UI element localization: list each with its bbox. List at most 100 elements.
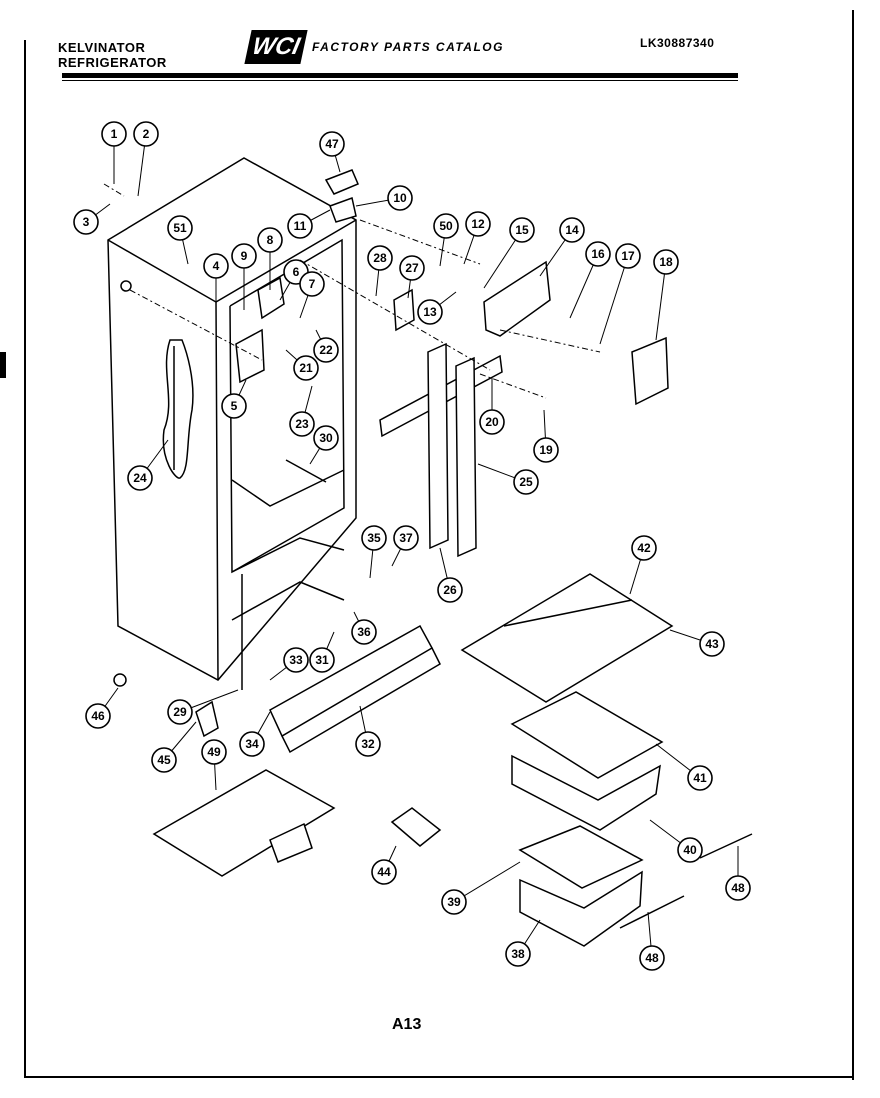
product-type: REFRIGERATOR	[58, 55, 167, 70]
callout-number-43: 43	[705, 637, 719, 651]
callout-circle-47	[319, 131, 345, 157]
callout-circle-34	[239, 731, 265, 757]
cabinet-hardware	[235, 169, 669, 558]
callout-3: 3	[73, 203, 111, 235]
callout-number-33: 33	[289, 653, 303, 667]
callout-circle-27	[399, 255, 425, 281]
callout-circle-17	[615, 243, 641, 269]
callout-number-15: 15	[515, 223, 529, 237]
callout-45: 45	[151, 721, 197, 773]
callout-circle-38	[505, 941, 531, 967]
callout-29: 29	[167, 689, 239, 725]
callout-23: 23	[289, 385, 315, 437]
callout-number-21: 21	[299, 361, 313, 375]
callout-2: 2	[133, 121, 159, 197]
callout-34: 34	[239, 711, 271, 757]
callout-number-39: 39	[447, 895, 461, 909]
callout-number-45: 45	[157, 753, 171, 767]
callout-5: 5	[221, 379, 247, 419]
callout-number-23: 23	[295, 417, 309, 431]
callout-27: 27	[399, 255, 425, 299]
callout-number-3: 3	[83, 215, 90, 229]
callout-number-32: 32	[361, 737, 375, 751]
callout-number-40: 40	[683, 843, 697, 857]
callout-number-14: 14	[565, 223, 579, 237]
cabinet-drawing	[107, 157, 357, 681]
callout-number-16: 16	[591, 247, 605, 261]
callout-number-48: 48	[731, 881, 745, 895]
callout-circle-51	[167, 215, 193, 241]
callout-32: 32	[355, 705, 381, 757]
callout-number-42: 42	[637, 541, 651, 555]
alignment-lines	[103, 183, 601, 399]
callout-19: 19	[533, 409, 559, 463]
callout-41: 41	[655, 743, 713, 791]
callout-circle-23	[289, 411, 315, 437]
callout-number-11: 11	[294, 219, 307, 233]
callout-circle-22	[313, 337, 339, 363]
callout-number-47: 47	[325, 137, 339, 151]
callout-circle-50	[433, 213, 459, 239]
callout-number-13: 13	[423, 305, 437, 319]
callout-39: 39	[441, 861, 521, 915]
callout-44: 44	[371, 845, 397, 885]
callout-circle-12	[465, 211, 491, 237]
callout-28: 28	[367, 245, 393, 297]
callout-number-41: 41	[693, 771, 707, 785]
callout-21: 21	[285, 349, 319, 381]
callout-circle-48	[725, 875, 751, 901]
callout-24: 24	[127, 439, 169, 491]
callout-number-34: 34	[245, 737, 259, 751]
page-code: A13	[392, 1016, 422, 1033]
model-number: LK30887340	[640, 36, 715, 50]
callout-31: 31	[309, 631, 335, 673]
callout-16: 16	[569, 241, 611, 319]
catalog-title: FACTORY PARTS CATALOG	[312, 40, 504, 54]
callout-circle-49	[201, 739, 227, 765]
callout-circle-15	[509, 217, 535, 243]
callout-circle-43	[699, 631, 725, 657]
callout-circle-40	[677, 837, 703, 863]
callout-number-29: 29	[173, 705, 187, 719]
callout-leader-39	[453, 861, 521, 903]
callout-circle-42	[631, 535, 657, 561]
callout-circle-46	[85, 703, 111, 729]
callout-circle-25	[513, 469, 539, 495]
callout-48: 48	[639, 911, 665, 971]
callout-number-7: 7	[309, 277, 316, 291]
callout-49: 49	[201, 739, 227, 791]
page-frame-left	[24, 40, 26, 1078]
callout-number-6: 6	[293, 265, 300, 279]
callout-circle-30	[313, 425, 339, 451]
callout-number-49: 49	[207, 745, 221, 759]
callout-number-17: 17	[621, 249, 635, 263]
callout-22: 22	[313, 329, 339, 363]
callout-9: 9	[231, 243, 257, 310]
callout-50: 50	[433, 213, 459, 267]
callout-number-25: 25	[519, 475, 533, 489]
callout-number-19: 19	[539, 443, 553, 457]
callout-circle-14	[559, 217, 585, 243]
callout-30: 30	[309, 425, 339, 465]
callout-circle-10	[387, 185, 413, 211]
callout-47: 47	[319, 131, 345, 173]
callout-number-2: 2	[143, 127, 150, 141]
callout-number-22: 22	[319, 343, 333, 357]
callout-46: 46	[85, 687, 119, 729]
callout-circle-9	[231, 243, 257, 269]
callout-number-44: 44	[377, 865, 391, 879]
callout-number-46: 46	[91, 709, 105, 723]
callout-18: 18	[653, 249, 679, 341]
callout-circle-45	[151, 747, 177, 773]
callout-circle-4	[203, 253, 229, 279]
callout-circle-21	[293, 355, 319, 381]
callout-circle-18	[653, 249, 679, 275]
callout-43: 43	[669, 629, 725, 657]
callout-number-10: 10	[393, 191, 407, 205]
callout-26: 26	[437, 547, 463, 603]
callout-number-8: 8	[267, 233, 274, 247]
callout-number-38: 38	[511, 947, 525, 961]
callout-37: 37	[391, 525, 419, 567]
